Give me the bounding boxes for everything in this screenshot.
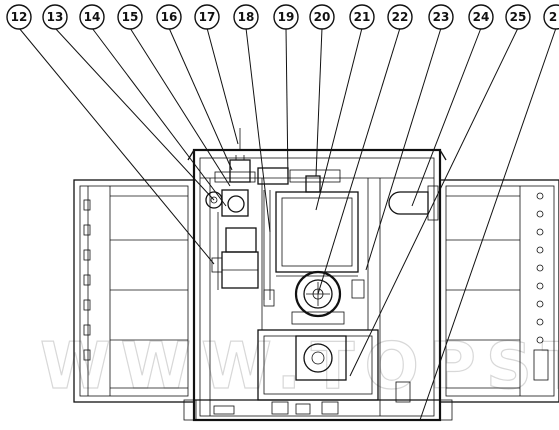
callout-2-partial: 2 [543,4,559,30]
callout-18: 18 [233,4,259,30]
callout-24-label: 24 [473,10,490,24]
callout-21: 21 [349,4,375,30]
callout-17: 17 [194,4,220,30]
vertical-rail [263,190,275,307]
callout-21-label: 21 [354,10,371,24]
callout-22: 22 [387,4,413,30]
callout-2-label: 2 [549,10,557,24]
right-door [439,179,559,403]
cabinet-base [183,381,453,421]
fan-motor-upper [291,270,365,325]
callout-23-label: 23 [433,10,450,24]
callout-25: 25 [505,4,531,30]
callout-24: 24 [468,4,494,30]
callout-13: 13 [42,4,68,30]
callout-12: 12 [6,4,32,30]
leader-lines [18,27,557,421]
top-drive-mechanism [214,128,341,193]
callout-15: 15 [117,4,143,30]
callout-14: 14 [79,4,105,30]
callout-20: 20 [309,4,335,30]
callout-25-label: 25 [510,10,527,24]
callout-19-label: 19 [278,10,295,24]
callout-17-label: 17 [199,10,216,24]
callout-20-label: 20 [314,10,331,24]
callout-14-label: 14 [84,10,101,24]
watermark: WWW.TOPSTAR.COM [40,330,559,404]
left-door-hinge-strip [83,199,91,361]
callout-16: 16 [156,4,182,30]
callout-16-label: 16 [161,10,178,24]
callout-19: 19 [273,4,299,30]
right-door-hinge-strip [533,192,549,381]
callout-22-label: 22 [392,10,409,24]
callout-18-label: 18 [238,10,255,24]
callout-12-label: 12 [11,10,28,24]
motor-assembly-left [205,189,259,290]
right-upper-bracket [388,185,439,221]
callout-15-label: 15 [122,10,139,24]
callout-23: 23 [428,4,454,30]
callout-13-label: 13 [47,10,64,24]
